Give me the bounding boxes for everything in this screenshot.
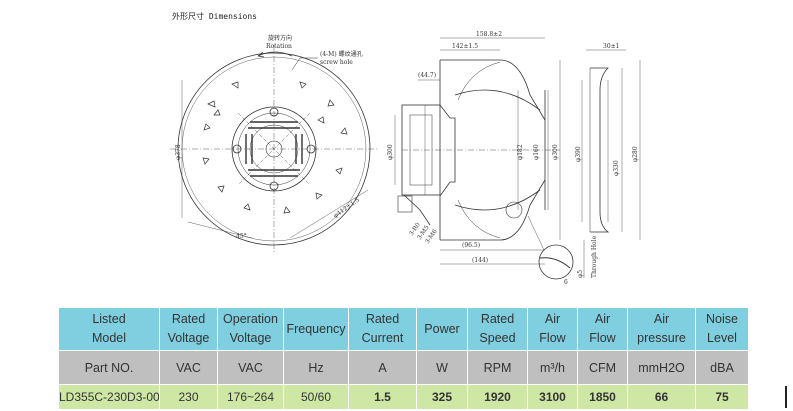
value-cell: 325 [416,384,468,410]
total-length-label: (144) [472,257,488,264]
header-line-2: Flow [589,331,616,345]
pcd-label: φ330 [613,160,620,176]
screw-hole-label-en: screw hole [320,59,353,66]
header-line-2: Flow [539,331,566,345]
rotation-label-en: Rotation [266,43,292,50]
unit-cell: CFM [577,350,628,385]
value-cell: 1920 [467,384,528,410]
unit-cell: Hz [283,350,349,385]
ring-depth-label: 30±1 [603,43,619,50]
shroud-depth-label: 142±1.5 [452,43,478,50]
ring-inner-diameter-label: φ390 [575,146,582,162]
header-line-2: Current [361,331,404,345]
value-cell: 75 [695,384,749,410]
unit-cell: RPM [467,350,528,385]
detail-size-label: 6 [564,279,568,286]
header-line-1: Power [424,321,460,336]
value-cell: 66 [627,384,696,410]
header-line-2: Level [707,331,737,345]
value-cell: 1850 [577,384,628,410]
side-depth-label: 158.8±2 [476,31,502,38]
value-cell: 230 [159,384,218,410]
inlet-ring-view [581,49,641,278]
value-cell: 50/60 [283,384,349,410]
header-line-1: Air [653,312,670,326]
unit-cell: A [348,350,417,385]
header-line-1: Air [544,312,561,326]
impeller-diameter-label: φ300 [552,144,559,160]
dimension-drawing: 旋转方向 Rotation (4-M) 螺纹通孔 screw hole 45° … [170,31,641,286]
header-line-2: Model [91,331,127,345]
unit-cell: VAC [217,350,284,385]
header-cell: Air pressure [627,307,696,351]
unit-cell: dBA [695,350,749,385]
header-line-1: Rated [171,312,206,326]
hole-diameter-label: φ5 [577,270,584,278]
edge-mark [785,386,787,408]
unit-cell: VAC [159,350,218,385]
header-cell: Power [416,307,468,351]
part-number-cell: LD355C-230D3-00 [58,384,160,410]
header-line-1: Listed [92,312,126,326]
unit-cell: mmH2O [627,350,696,385]
angle-label: 45° [236,233,247,240]
motor-diameter-label: φ300 [387,144,394,160]
value-cell: 176~264 [217,384,284,410]
unit-cell: Part NO. [58,350,160,385]
hub-offset-label: (44.7) [418,72,436,79]
header-line-1: Noise [706,312,738,326]
rotation-label-cn: 旋转方向 [268,34,292,42]
left-diameter-label: φ378 [175,144,182,160]
ring-diameter-label: φ160 [533,144,540,160]
screw-hole-label-cn: (4-M) 螺纹通孔 [320,50,363,58]
header-line-1: Rated [365,312,400,326]
header-line-1: Operation [223,312,278,326]
value-cell: 3100 [527,384,578,410]
page-title: 外形尺寸 Dimensions [172,12,257,21]
through-hole-label: Through Hole [591,235,598,278]
value-cell: 1.5 [348,384,417,410]
header-line-2: Voltage [167,331,210,345]
inner-length-label: (96.5) [462,242,480,249]
header-line-2: Voltage [229,331,272,345]
unit-cell: m³/h [527,350,578,385]
ring-outer-diameter-label: φ280 [632,146,639,162]
side-view [394,37,574,280]
header-line-1: Frequency [286,321,346,336]
header-cell: Frequency [283,307,349,351]
unit-cell: W [416,350,468,385]
header-line-1: Air [594,312,611,326]
header-line-2: Speed [479,331,516,345]
header-line-1: Rated [480,312,515,326]
inlet-diameter-label: φ182 [517,144,524,160]
outer-diameter-label: φ412±1.5 [332,196,361,219]
front-view [170,45,378,252]
header-line-2: pressure [637,331,686,345]
